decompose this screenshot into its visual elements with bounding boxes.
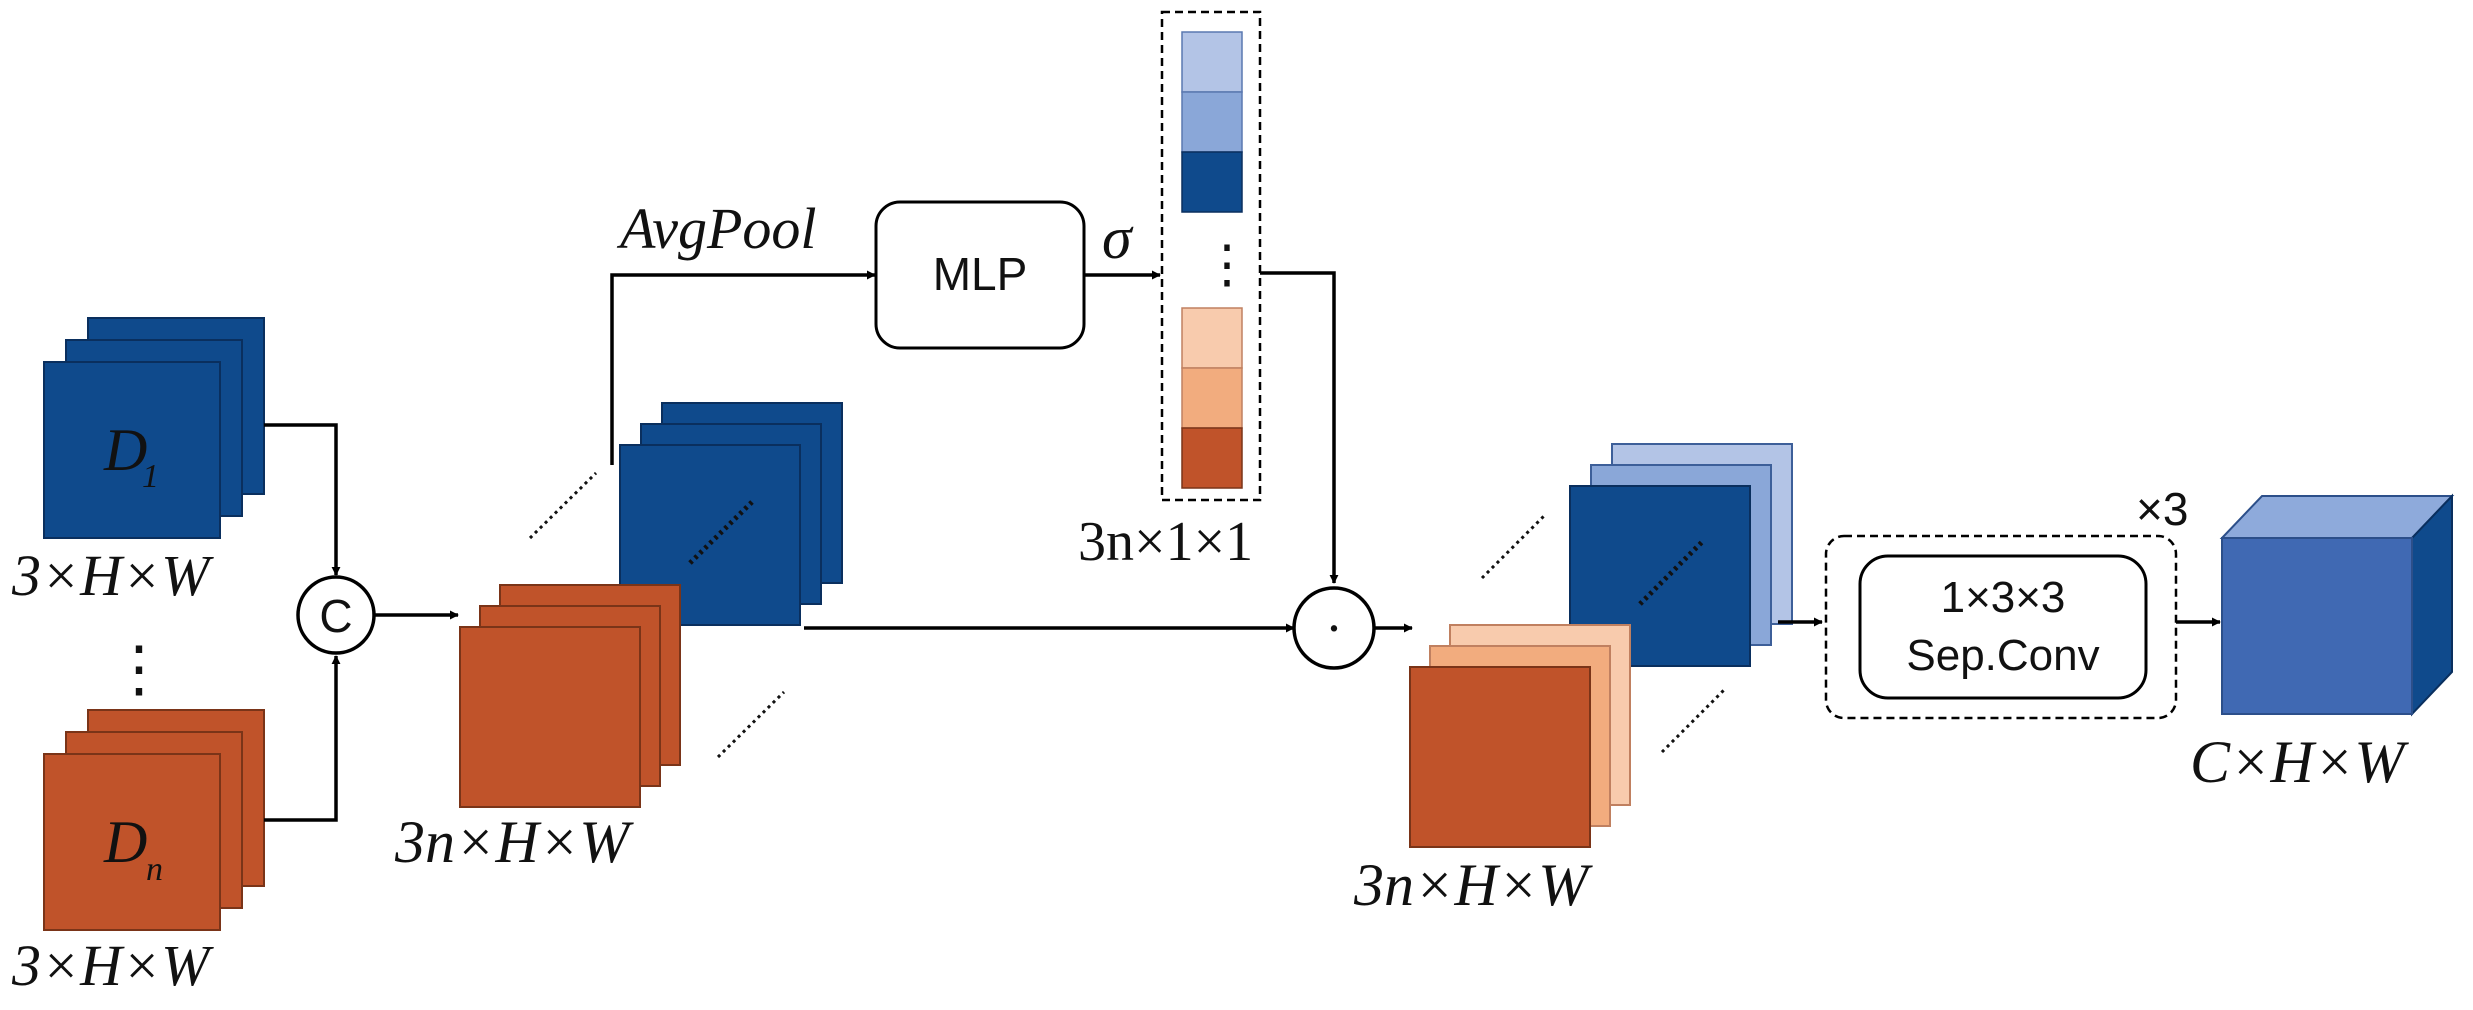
multiply-symbol: · [1325, 598, 1343, 658]
inputs-ellipsis: ⋮ [108, 636, 170, 704]
dn-label: D [103, 809, 147, 875]
sepconv-box [1858, 554, 2148, 700]
attention-vector: ⋮ [1160, 10, 1262, 502]
concat-node: C [296, 575, 376, 655]
output-cube [2219, 493, 2455, 717]
concat-dots-upper [528, 471, 598, 540]
vector-ellipsis: ⋮ [1201, 237, 1253, 294]
d1-front-square [43, 361, 221, 539]
mlp-block: MLP [874, 200, 1086, 350]
weighted-dots-upper [1480, 512, 1548, 580]
d1-label: D [103, 417, 147, 483]
arrow-vector-to-multiply [1260, 271, 1339, 584]
output-dims-label: C×H×W [2190, 729, 2409, 795]
sepconv-name-label: Sep.Conv [1906, 631, 2099, 680]
dn-label-subscript: n [146, 851, 163, 888]
arrow-avgpool-to-mlp [610, 270, 876, 465]
vector-cell-blue-dark [1181, 151, 1243, 213]
weighted-blue-diagonal-dots [1638, 540, 1704, 606]
vector-cell-blue-light [1181, 31, 1243, 93]
arrow-dn-to-concat [264, 655, 341, 822]
vector-cell-blue-mid [1181, 91, 1243, 153]
dn-dims-label: 3×H×W [11, 933, 214, 998]
sepconv-repeat-frame [1824, 534, 2178, 720]
vector-cell-orange-mid [1181, 367, 1243, 429]
attention-vector-frame [1160, 10, 1262, 502]
d1-label-subscript: 1 [142, 458, 159, 495]
input-stack-dn: D n [43, 709, 265, 931]
vector-cell-orange-light [1181, 307, 1243, 369]
weighted-stack [1409, 443, 1793, 848]
weighted-dims-label: 3n×H×W [1353, 852, 1593, 918]
concat-symbol: C [319, 590, 352, 642]
sepconv-kernel-label: 1×3×3 [1941, 573, 2066, 622]
concat-dots-lower [716, 690, 786, 759]
concat-stack [459, 402, 843, 808]
arrow-d1-to-concat [264, 423, 341, 576]
concat-dims-label: 3n×H×W [394, 809, 634, 875]
sepconv-repeat-label: ×3 [2136, 483, 2188, 535]
output-cube-front-face [2221, 537, 2413, 715]
input-stack-d1: D 1 [43, 317, 265, 539]
avgpool-label: AvgPool [616, 196, 817, 261]
vector-dims-label: 3n×1×1 [1078, 511, 1253, 573]
weighted-orange-front [1409, 666, 1591, 848]
weighted-dots-lower [1660, 686, 1728, 754]
d1-dims-label: 3×H×W [11, 543, 214, 608]
mlp-label: MLP [933, 248, 1028, 300]
concat-blue-diagonal-dots [688, 500, 754, 565]
concat-orange-front [459, 626, 641, 808]
sepconv-block: 1×3×3 Sep.Conv [1824, 534, 2178, 720]
vector-cell-orange-dark [1181, 427, 1243, 489]
dn-front-square [43, 753, 221, 931]
multiply-node: · [1292, 586, 1376, 670]
sigma-label: σ [1102, 205, 1134, 271]
